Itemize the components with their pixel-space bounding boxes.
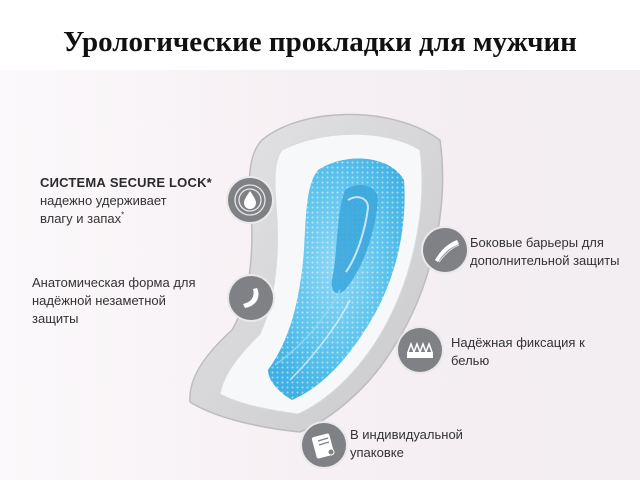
secure-lock-line2: влагу и запах bbox=[40, 211, 122, 226]
wrapping-line2: упаковке bbox=[350, 445, 404, 460]
page-title: Урологические прокладки для мужчин bbox=[63, 26, 577, 58]
barriers-line1: Боковые барьеры для bbox=[470, 235, 604, 250]
wrapped-pad-icon bbox=[302, 423, 346, 467]
fixation-line1: Надёжная фиксация к bbox=[451, 335, 585, 350]
secure-lock-mark: * bbox=[121, 210, 125, 220]
secure-lock-line1: надежно удерживает bbox=[40, 193, 167, 208]
anatomic-line3: защиты bbox=[32, 311, 79, 326]
secure-lock-heading: СИСТЕМА SECURE LOCK* bbox=[40, 175, 212, 190]
pad-center-channel bbox=[331, 185, 378, 294]
curved-pad-icon bbox=[229, 276, 273, 320]
feature-fixation: Надёжная фиксация к белью bbox=[451, 334, 585, 370]
feature-secure-lock: СИСТЕМА SECURE LOCK* надежно удерживает … bbox=[40, 174, 212, 228]
barriers-line2: дополнительной защиты bbox=[470, 253, 620, 268]
feature-side-barriers: Боковые барьеры для дополнительной защит… bbox=[470, 234, 620, 270]
side-barrier-icon bbox=[423, 228, 467, 272]
adhesive-strip-icon bbox=[398, 328, 442, 372]
anatomic-line2: надёжной незаметной bbox=[32, 293, 166, 308]
wrapping-line1: В индивидуальной bbox=[350, 427, 463, 442]
droplet-icon bbox=[228, 178, 272, 222]
anatomic-line1: Анатомическая форма для bbox=[32, 275, 196, 290]
feature-individual-wrapping: В индивидуальной упаковке bbox=[350, 426, 463, 462]
fixation-line2: белью bbox=[451, 353, 490, 368]
feature-anatomic-shape: Анатомическая форма для надёжной незамет… bbox=[32, 274, 196, 328]
